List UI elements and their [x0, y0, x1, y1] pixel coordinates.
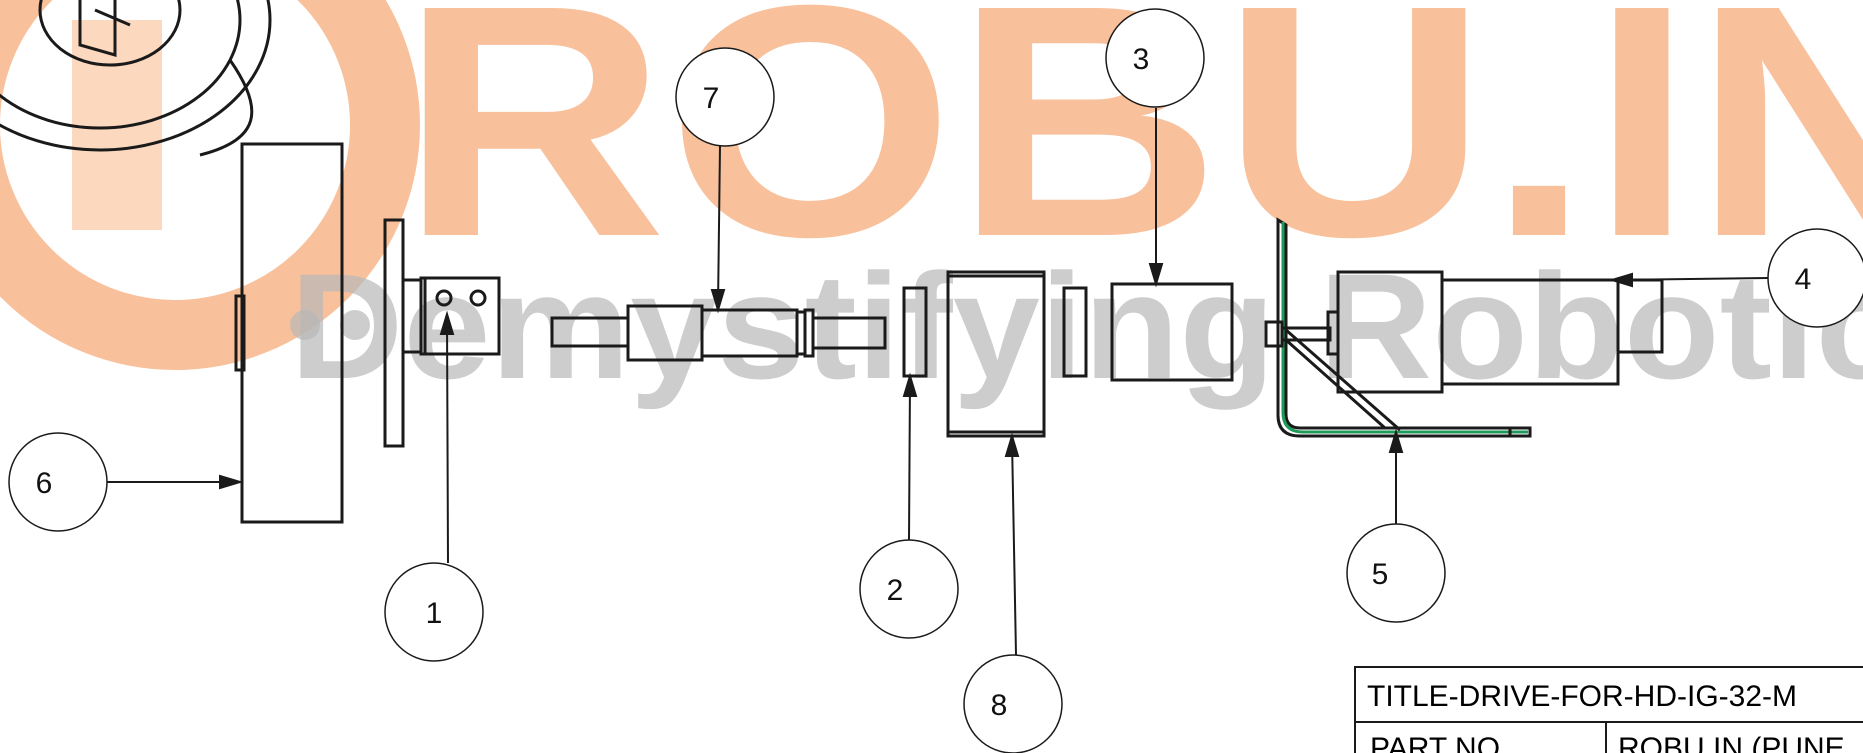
wheel-iso-view — [0, 0, 272, 157]
part-no-label: PART NO — [1370, 732, 1500, 753]
part-8-bearing-housing — [946, 270, 1046, 438]
balloon-5: 5 — [1346, 523, 1446, 623]
svg-text:6: 6 — [36, 467, 53, 500]
watermark-tagline: Demystifying Robotics — [290, 242, 1863, 410]
part-5-motor-bracket — [1276, 217, 1532, 438]
drawing-title: TITLE-DRIVE-FOR-HD-IG-32-M — [1367, 680, 1797, 713]
part-2-spacer — [902, 286, 928, 378]
spacer-ring — [1062, 286, 1088, 378]
balloon-1: 1 — [384, 562, 484, 662]
svg-text:1: 1 — [426, 597, 443, 630]
part-4-geared-motor — [1264, 270, 1664, 394]
part-3-bearing — [1110, 282, 1234, 382]
balloon-7: 7 — [675, 47, 775, 147]
title-block: TITLE-DRIVE-FOR-HD-IG-32-M PART NO ROBU.… — [1354, 666, 1863, 753]
balloon-8: 8 — [963, 654, 1063, 753]
robu-logo-icon — [0, 0, 420, 370]
part-no-value: ROBU.IN (PUNE — [1618, 732, 1845, 753]
leader-lines — [107, 108, 1769, 656]
balloon-6: 6 — [8, 432, 108, 532]
watermark: ROBU.IN Demystifying Robotics — [0, 0, 1863, 410]
svg-text:7: 7 — [703, 82, 720, 115]
svg-text:5: 5 — [1372, 558, 1389, 591]
balloon-2: 2 — [859, 539, 959, 639]
svg-text:4: 4 — [1795, 263, 1812, 296]
svg-text:2: 2 — [887, 574, 904, 607]
part-6-wheel — [234, 142, 344, 524]
balloon-4: 4 — [1767, 228, 1863, 328]
balloon-3: 3 — [1105, 8, 1205, 108]
svg-text:8: 8 — [991, 689, 1008, 722]
svg-text:3: 3 — [1133, 43, 1150, 76]
part-7-shaft — [550, 304, 887, 362]
part-1-flange-coupling — [383, 218, 501, 448]
